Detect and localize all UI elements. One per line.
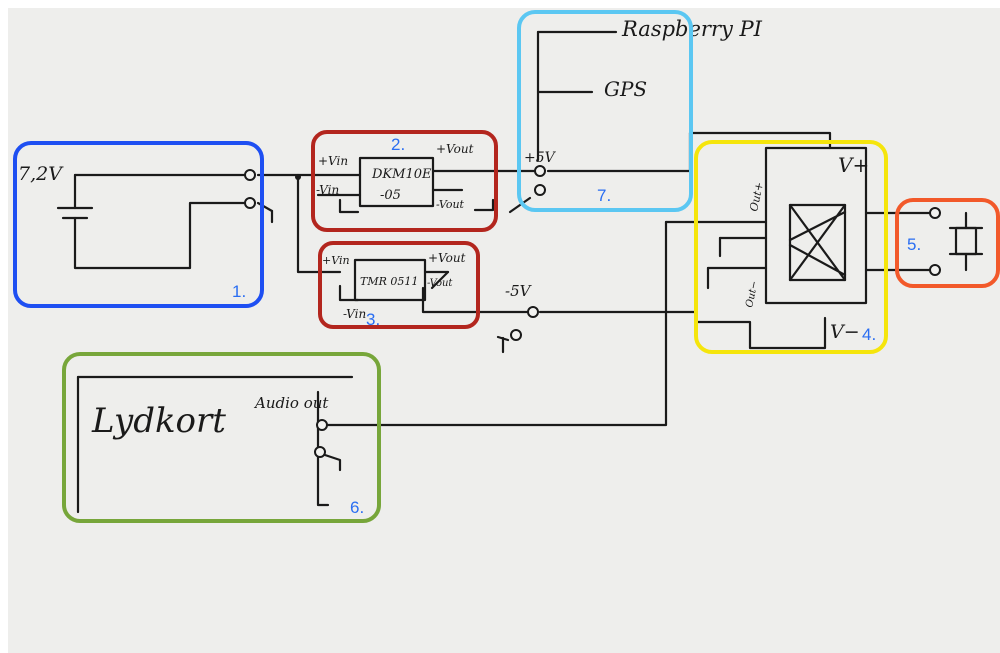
audio-out-label: Audio out (253, 394, 329, 412)
vminus-label: V− (830, 321, 860, 343)
section-number-2: 2. (391, 135, 405, 154)
dcdc2-section-frame (318, 241, 480, 329)
dcdc2-vout-neg: -Vout (427, 278, 453, 289)
dcdc1-section-frame (311, 130, 498, 232)
soundcard-label: Lydkort (91, 401, 226, 441)
dcdc2-body (353, 258, 427, 302)
dcdc2-vin-pos: +Vin (322, 254, 350, 267)
speaker-section-frame (895, 198, 1000, 288)
outplus-label: Out+ (747, 181, 766, 213)
amplifier-body (764, 146, 868, 305)
dcdc2-vin-neg: -Vin (343, 307, 366, 321)
minus5v-label: -5V (505, 282, 533, 300)
dcdc2-vout-pos: +Vout (428, 251, 466, 265)
h-bridge-cross (788, 203, 847, 282)
dcdc1-vin-neg: -Vin (316, 183, 339, 197)
dcdc1-vout-pos: +Vout (436, 142, 474, 156)
amplifier-section-frame (694, 140, 888, 354)
wiring (56, 30, 932, 514)
dcdc1-vout-neg: -Vout (436, 198, 465, 211)
section-number-4: 4. (862, 325, 876, 344)
battery-section-frame (13, 141, 264, 308)
section-number-7: 7. (597, 186, 611, 205)
dcdc1-body (358, 156, 435, 208)
dcdc1-vin-pos: +Vin (318, 154, 348, 168)
soundcard-section-frame (62, 352, 381, 523)
raspberry-gps-section-frame (517, 10, 693, 212)
plus5v-label: +5V (524, 150, 557, 166)
section-number-1: 1. (232, 282, 246, 301)
section-number-3: 3. (366, 310, 380, 329)
section-number-5: 5. (907, 235, 921, 254)
section-number-6: 6. (350, 498, 364, 517)
dcdc1-name-bottom: -05 (380, 188, 401, 203)
dcdc2-name: TMR 0511 (360, 275, 418, 288)
battery-voltage-label: 7,2V (18, 163, 64, 185)
vplus-label: V+ (838, 153, 869, 177)
gps-label: GPS (604, 77, 647, 101)
whiteboard-surface (8, 8, 1000, 653)
speaker-symbol (948, 211, 984, 272)
dcdc1-name-top: DKM10E (371, 167, 432, 182)
terminals (244, 165, 941, 458)
